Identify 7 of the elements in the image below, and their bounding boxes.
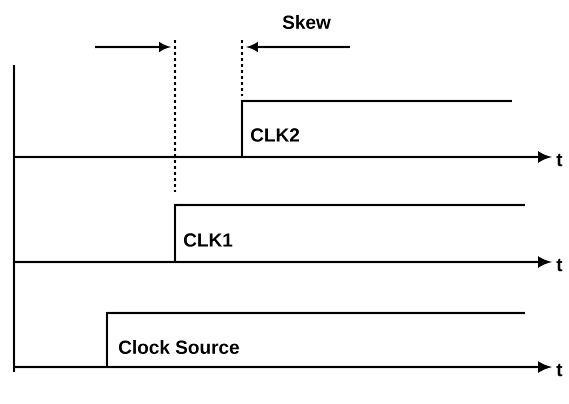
axis-label: t <box>556 258 562 272</box>
signal-label: CLK2 <box>251 128 300 142</box>
axis-label: t <box>556 154 562 166</box>
skew-label: Skew <box>282 15 331 29</box>
axis-label: t <box>556 364 562 376</box>
signal-label: CLK1 <box>184 233 232 247</box>
signal-label: Clock Source <box>119 340 239 354</box>
